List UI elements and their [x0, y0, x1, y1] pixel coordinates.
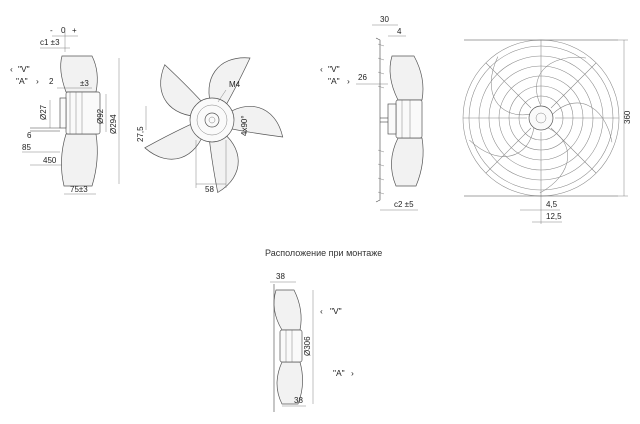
c2-label: c2 ±5: [394, 200, 414, 209]
view-v-label: "V": [18, 64, 30, 74]
guard-mount: [387, 103, 397, 135]
blade-top: [60, 55, 98, 93]
dim-pm3: ±3: [80, 79, 89, 88]
dim-2: 2: [49, 77, 54, 86]
side-view-guard: 30 4 ‹ "V" "A" › 26 c2 ±5: [320, 15, 424, 211]
plus-mark: +: [72, 26, 77, 35]
dim-6: 6: [27, 131, 32, 140]
front-view-rotor: M4 4x90° 27,5 58: [136, 57, 284, 194]
dim-4: 4: [397, 27, 402, 36]
view-a-label-2: "A": [328, 76, 340, 86]
zero-mark: 0: [61, 26, 66, 35]
guard-motor: [395, 99, 423, 139]
guard-frame: [375, 37, 381, 203]
dim-360: 360: [623, 110, 632, 124]
guard-blade-top: [389, 55, 424, 101]
chevron-right-icon: ›: [36, 76, 39, 86]
dim-38-top: 38: [276, 272, 285, 281]
rotor-blade-3: [208, 129, 239, 194]
mounting-view: 38 Ø306 ‹ "V" "A" › 38: [270, 272, 354, 412]
dim-75: 75±3: [70, 185, 88, 194]
rotor-blade-2: [222, 106, 284, 138]
front-view-guard: 360 4,5 12,5: [462, 39, 632, 224]
rotor-blade-1: [208, 57, 251, 113]
rotor-hub-inner: [204, 112, 220, 128]
rotor-blade-5: [160, 64, 208, 117]
mount-blade-top: [273, 289, 302, 331]
dim-d92: Ø92: [96, 108, 105, 124]
dim-27-5: 27,5: [136, 126, 145, 142]
view-v-label-2: "V": [328, 64, 340, 74]
mounting-caption: Расположение при монтаже: [265, 248, 382, 258]
guard-blade-bottom: [391, 137, 424, 187]
dim-38-bottom: 38: [294, 396, 303, 405]
dim-58: 58: [205, 185, 214, 194]
chevron-right-icon-3: ›: [351, 368, 354, 378]
dim-12-5: 12,5: [546, 212, 562, 221]
chevron-left-icon: ‹: [10, 64, 13, 74]
dim-26: 26: [358, 73, 367, 82]
dim-4x90: 4x90°: [240, 115, 249, 136]
dim-d294: Ø294: [109, 114, 118, 134]
blade-bottom: [61, 133, 98, 187]
view-a-label: "A": [16, 76, 28, 86]
chevron-right-icon-2: ›: [347, 76, 350, 86]
chevron-left-icon-3: ‹: [320, 306, 323, 316]
chevron-left-icon-2: ‹: [320, 64, 323, 74]
rotor-blade-4: [144, 120, 206, 160]
dim-4-5: 4,5: [546, 200, 558, 209]
dim-85: 85: [22, 143, 31, 152]
view-a-label-3: "A": [333, 368, 345, 378]
m4-label: M4: [229, 80, 241, 89]
dim-450: 450: [43, 156, 57, 165]
motor-flange: [59, 97, 67, 129]
motor-body: [65, 91, 101, 135]
guard-hub: [528, 105, 554, 131]
side-view-left: - 0 + c1 ±3 ‹ "V" "A" › 2 ±3 Ø27 Ø92 Ø29…: [10, 26, 120, 195]
mount-motor: [279, 329, 303, 363]
mount-blade-bottom: [276, 361, 303, 405]
dim-d27: Ø27: [39, 104, 48, 120]
view-v-label-3: "V": [330, 306, 342, 316]
minus-mark: -: [50, 26, 53, 35]
c1-label: c1 ±3: [40, 38, 60, 47]
dim-30: 30: [380, 15, 389, 24]
dim-d306: Ø306: [303, 336, 312, 356]
